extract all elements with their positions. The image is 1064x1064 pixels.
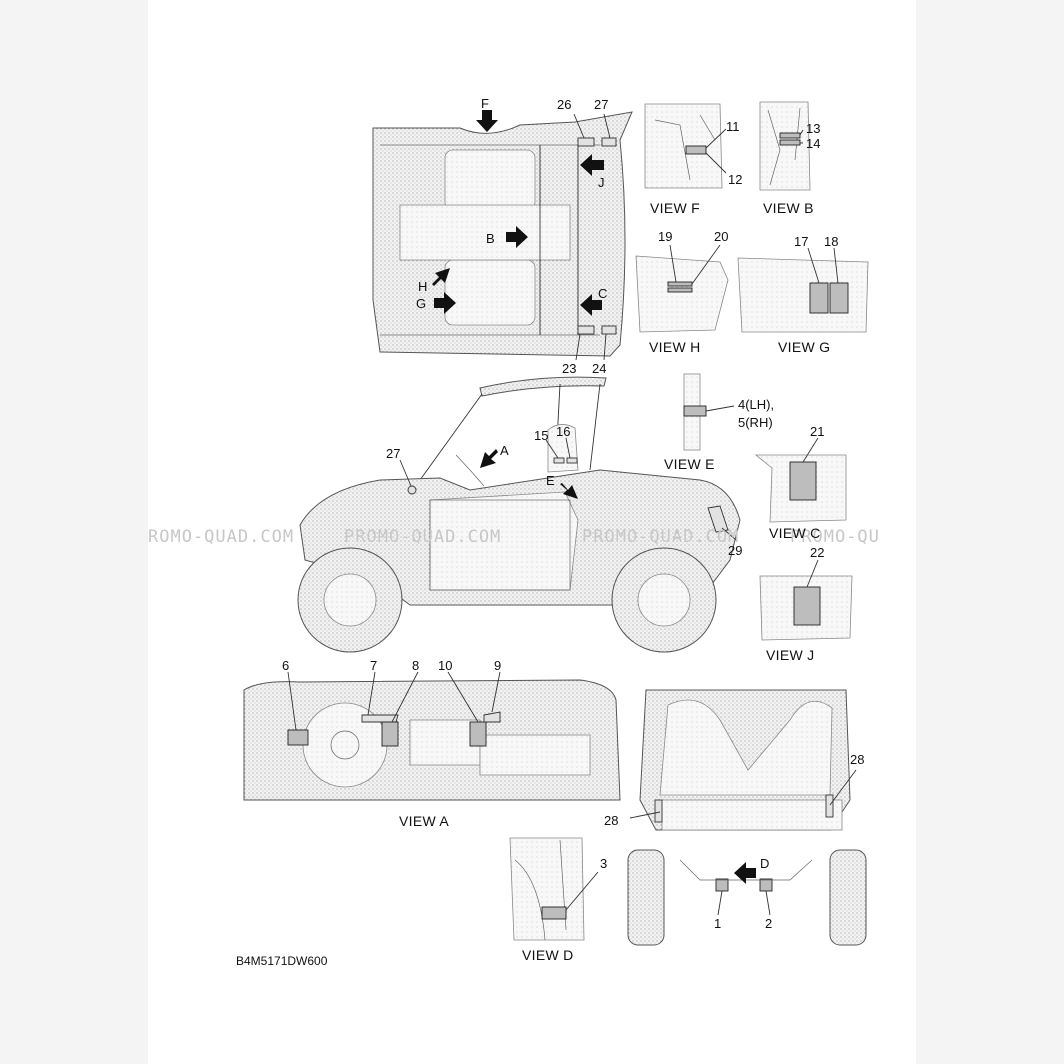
view-e-detail <box>683 373 735 451</box>
document-number: B4M5171DW600 <box>236 954 328 968</box>
callout-7: 7 <box>370 658 377 673</box>
watermark-right: PROMO-QU <box>790 527 880 547</box>
watermark-center-right: PROMO-QUAD.COM <box>582 527 739 547</box>
callout-15: 15 <box>534 428 548 443</box>
arrow-letter-c: C <box>598 286 607 301</box>
callout-6: 6 <box>282 658 289 673</box>
watermark-left: ROMO-QUAD.COM <box>148 527 294 547</box>
view-j-detail <box>759 559 853 641</box>
arrow-letter-b: B <box>486 231 495 246</box>
arrow-letter-j: J <box>598 175 605 190</box>
view-e-label: VIEW E <box>664 456 715 472</box>
callout-24: 24 <box>592 361 606 376</box>
view-g-label: VIEW G <box>778 339 830 355</box>
callout-5: 5(RH) <box>738 415 773 430</box>
view-f-label: VIEW F <box>650 200 700 216</box>
rear-view-vehicle <box>627 689 867 946</box>
arrow-letter-d: D <box>760 856 769 871</box>
callout-29: 29 <box>728 543 742 558</box>
view-h-detail <box>635 244 729 333</box>
callout-2: 2 <box>765 916 772 931</box>
callout-18: 18 <box>824 234 838 249</box>
callout-16: 16 <box>556 424 570 439</box>
callout-26: 27 <box>594 97 608 112</box>
callout-10: 10 <box>438 658 452 673</box>
callout-14: 14 <box>806 136 820 151</box>
view-g-arrow-icon <box>434 292 456 314</box>
callout-28-left: 28 <box>604 813 618 828</box>
callout-8: 8 <box>412 658 419 673</box>
arrow-letter-f: F <box>481 96 489 111</box>
view-b-arrow-icon <box>506 226 528 248</box>
callout-19: 19 <box>658 229 672 244</box>
watermark-center-left: PROMO-QUAD.COM <box>344 527 501 547</box>
view-a-dashboard <box>243 671 621 801</box>
view-d-detail <box>509 837 599 941</box>
view-a-arrow-icon <box>480 449 498 468</box>
view-c-label: VIEW C <box>769 525 821 541</box>
view-e-arrow-icon <box>560 483 578 499</box>
arrow-letter-h: H <box>418 279 427 294</box>
view-c-detail <box>754 437 847 523</box>
view-c-arrow-icon <box>580 294 602 316</box>
callout-3: 3 <box>600 856 607 871</box>
view-f-detail <box>644 103 727 189</box>
callout-21: 21 <box>810 424 824 439</box>
callout-11: 11 <box>726 119 740 134</box>
view-b-label: VIEW B <box>763 200 814 216</box>
top-view-frame <box>372 111 633 361</box>
callout-1: 1 <box>714 916 721 931</box>
view-d-arrow-icon <box>734 862 756 884</box>
arrow-letter-e: E <box>546 473 555 488</box>
callout-23: 23 <box>562 361 576 376</box>
callout-17: 17 <box>794 234 808 249</box>
arrow-letter-a: A <box>500 443 509 458</box>
callout-22: 22 <box>810 545 824 560</box>
view-j-arrow-icon <box>580 154 604 176</box>
view-g-detail <box>737 247 869 333</box>
view-f-arrow-icon <box>476 110 498 132</box>
callout-28-right: 28 <box>850 752 864 767</box>
callout-25: 26 <box>557 97 571 112</box>
view-b-detail <box>759 101 811 191</box>
view-d-label: VIEW D <box>522 947 574 963</box>
callout-9: 9 <box>494 658 501 673</box>
arrow-letter-g: G <box>416 296 426 311</box>
side-view-vehicle <box>297 376 741 653</box>
callout-12: 12 <box>728 172 742 187</box>
view-a-label: VIEW A <box>399 813 449 829</box>
callout-27: 27 <box>386 446 400 461</box>
view-h-label: VIEW H <box>649 339 701 355</box>
callout-20: 20 <box>714 229 728 244</box>
callout-13: 13 <box>806 121 820 136</box>
view-j-label: VIEW J <box>766 647 814 663</box>
view-h-arrow-icon <box>432 268 450 286</box>
callout-4: 4(LH), <box>738 397 774 412</box>
